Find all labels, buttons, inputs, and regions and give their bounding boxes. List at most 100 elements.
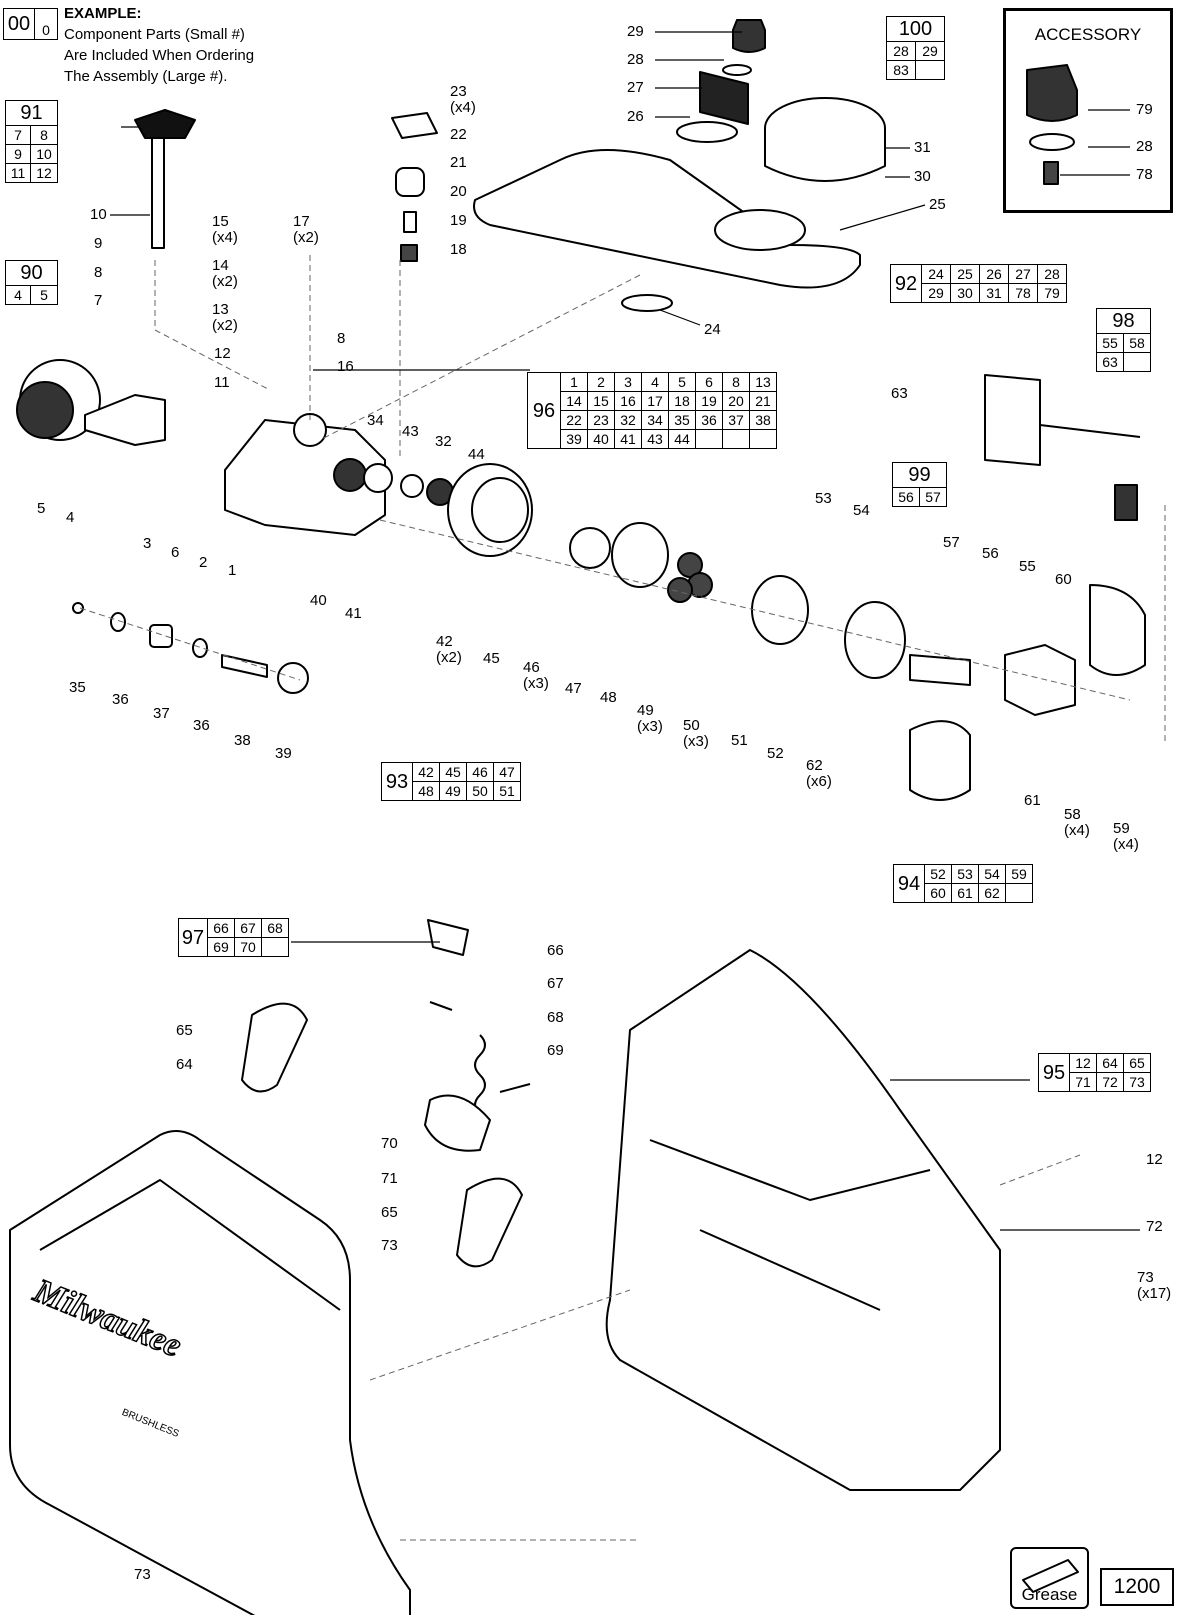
part-cell: 17: [641, 391, 669, 411]
callout-8-lower: 8: [94, 264, 103, 281]
callout-20: 20: [450, 183, 467, 200]
part-cell: 28: [1037, 264, 1067, 284]
assembly-96-id: 96: [527, 372, 561, 449]
callout-55: 55: [1019, 558, 1036, 575]
part-cell-empty: [261, 937, 289, 957]
part-cell: 41: [614, 429, 642, 449]
part-cell: 78: [1008, 283, 1038, 303]
part-cell: 22: [560, 410, 588, 430]
adapter-shape: [84, 394, 166, 446]
part-cell: 79: [1037, 283, 1067, 303]
link-upper-shape: [241, 1002, 308, 1093]
part-cell-empty: [722, 429, 750, 449]
callout-17: 17(x2): [293, 213, 319, 246]
bearing-37-shape: [149, 624, 173, 648]
part-cell: 71: [1069, 1072, 1097, 1092]
callout-16: 16: [337, 358, 354, 375]
callout-11: 11: [214, 374, 230, 391]
callout-57: 57: [943, 534, 960, 551]
assembly-98-id: 98: [1096, 308, 1151, 334]
callout-72: 72: [1146, 1218, 1163, 1235]
part-cell: 25: [950, 264, 980, 284]
part-cell: 49: [439, 781, 467, 801]
part-cell: 20: [722, 391, 750, 411]
link-lower-shape: [456, 1177, 523, 1268]
handle-knob-shape: [134, 109, 196, 139]
part-cell: 68: [261, 918, 289, 938]
assembly-99-id: 99: [892, 462, 947, 488]
part-cell: 34: [641, 410, 669, 430]
part-cell: 55: [1096, 333, 1124, 353]
part-cell: 65: [1123, 1053, 1151, 1073]
part-cell: 45: [439, 762, 467, 782]
part-cell-empty: [1005, 883, 1033, 903]
part-cell: 4: [641, 372, 669, 392]
part-cell: 43: [641, 429, 669, 449]
dash-line-9: [999, 1154, 1081, 1186]
part-cell: 62: [978, 883, 1006, 903]
callout-4: 4: [66, 509, 75, 526]
pump-outlet-shape: [333, 458, 367, 492]
part-cell: 19: [695, 391, 723, 411]
end-cap-shape: [1089, 584, 1146, 676]
part-cell: 18: [668, 391, 696, 411]
inlet-knob-shape: [16, 381, 74, 439]
washer-36b-shape: [192, 638, 208, 658]
tank-shape: [473, 149, 861, 289]
callout-73-bottom: 73: [134, 1566, 151, 1583]
connector-shape: [1114, 484, 1138, 521]
callout-43: 43: [402, 423, 419, 440]
part-cell: 36: [695, 410, 723, 430]
callout-12-lower: 12: [1146, 1151, 1163, 1168]
callout-24: 24: [704, 321, 721, 338]
part-cell: 8: [30, 125, 58, 145]
assembly-91-id: 91: [5, 100, 58, 126]
gear-housing-inner: [471, 477, 529, 543]
callout-61: 61: [1024, 792, 1041, 809]
part-cell: 2: [587, 372, 615, 392]
callout-50: 50(x3): [683, 717, 709, 750]
callout-49: 49(x3): [637, 702, 663, 735]
part-cell: 53: [951, 864, 979, 884]
part-cell: 15: [587, 391, 615, 411]
part-cell: 67: [234, 918, 262, 938]
accessory-oring-shape: [1029, 133, 1075, 151]
example-line-2: Are Included When Ordering: [64, 47, 255, 64]
left-housing-shape: [9, 1130, 411, 1615]
grease-label: Grease: [1021, 1585, 1078, 1604]
leader-24: [659, 309, 701, 326]
callout-30: 30: [914, 168, 931, 185]
part-cell-empty: [749, 429, 777, 449]
part-cell: 52: [924, 864, 952, 884]
callout-59: 59(x4): [1113, 820, 1139, 853]
dash-line-1: [154, 260, 271, 391]
callout-accessory-79: 79: [1136, 101, 1153, 118]
callout-47: 47: [565, 680, 582, 697]
assembly-97-id: 97: [178, 918, 208, 957]
callout-73-mid: 73: [381, 1237, 398, 1254]
callout-7: 7: [94, 292, 103, 309]
callout-51: 51: [731, 732, 748, 749]
rotor-shape: [909, 654, 971, 686]
oring-shape: [722, 64, 752, 76]
callout-31: 31: [914, 139, 931, 156]
part-cell: 14: [560, 391, 588, 411]
fitting-shape: [400, 244, 418, 262]
callout-73-right: 73(x17): [1137, 1269, 1172, 1302]
switch-shape: [427, 919, 469, 956]
callout-accessory-28: 28: [1136, 138, 1153, 155]
part-cell: 9: [5, 144, 31, 164]
roll-pin-shape: [499, 1083, 531, 1093]
tank-opening-shape: [714, 209, 806, 251]
dash-line-6: [379, 519, 1131, 701]
callout-12-upper: 12: [214, 345, 231, 362]
part-cell: 12: [30, 163, 58, 183]
planet-gear-3: [667, 577, 693, 603]
dash-line-4: [319, 274, 641, 441]
assembly-100-id: 100: [886, 16, 945, 42]
callout-22: 22: [450, 126, 467, 143]
accessory-cap-shape: [1026, 64, 1078, 122]
